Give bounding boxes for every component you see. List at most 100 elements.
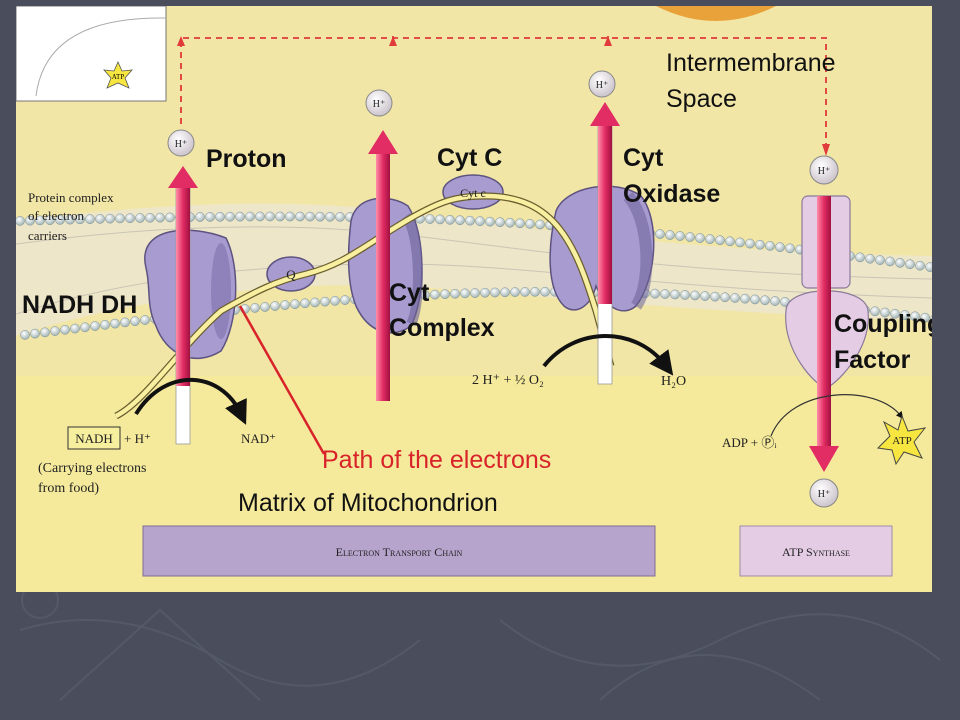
h-ion-4-label: H⁺ [818,166,831,177]
membrane-head [340,295,350,305]
membrane-head [25,215,35,226]
etc-bar-label: Electron Transport Chain [336,545,463,559]
membrane-head [540,286,550,297]
membrane-head [730,293,740,303]
membrane-head [60,324,70,335]
membrane-head [40,327,50,338]
membrane-head [265,211,275,222]
membrane-head [510,287,520,297]
h-ion-5-label: H⁺ [818,489,831,500]
membrane-head [880,307,890,318]
protein-complex-line1: Protein complex [28,190,114,205]
membrane-head [675,231,685,241]
membrane-head [495,217,505,227]
membrane-head [470,288,480,298]
h-ion-1-label: H⁺ [175,139,188,150]
membrane-head [260,302,270,312]
membrane-head [785,243,795,254]
membrane-head [865,253,875,264]
cyt-complex-label-line1: Cyt [389,279,430,307]
membrane-head [440,289,450,299]
membrane-head [250,303,260,313]
membrane-head [65,214,75,225]
nadh-plus-label: + H⁺ [124,431,151,446]
water-label: H₂O [661,374,686,389]
membrane-head [270,301,280,311]
membrane-head [735,237,745,248]
membrane-head [465,215,475,226]
carrying-line1: (Carrying electrons [38,461,146,476]
membrane-head [20,330,30,340]
membrane-head [525,219,535,229]
h-ion-5 [809,478,839,508]
proton-arrow-2 [368,130,398,401]
atp-star-label: ATP [892,435,912,447]
membrane-head [80,322,90,333]
protein-complex-line2: of electron [28,208,84,223]
membrane-head [530,286,540,297]
membrane-head [690,290,700,301]
h-ion-2 [365,89,393,117]
svg-text:ATP: ATP [112,73,125,81]
membrane-head [930,315,932,323]
cyt-c-label: Cyt C [437,144,502,172]
nadh-dh-label: NADH DH [22,291,137,319]
intermembrane-label-line1: Intermembrane [666,49,836,77]
membrane-head [760,295,770,306]
membrane-head [255,211,265,222]
membrane-head [680,290,690,300]
electron-transport-diagram: ATP [16,6,932,592]
membrane-head [320,296,330,307]
membrane-head [765,241,775,251]
membrane-head [115,213,125,224]
membrane-head [750,294,760,305]
membrane-head [740,293,750,304]
membrane-head [245,211,255,222]
h-ion-2-label: H⁺ [373,99,386,110]
membrane-head [515,218,525,229]
membrane-head [335,212,345,222]
membrane-head [280,300,290,310]
membrane-head [745,238,755,249]
membrane-head [445,214,455,225]
membrane-head [890,308,900,319]
membrane-head [755,239,765,250]
membrane-head [460,288,470,299]
membrane-head [90,321,100,331]
q-label: Q [286,267,296,282]
membrane-head [310,297,320,308]
membrane-head [685,232,695,242]
membrane-head [870,306,880,317]
membrane-head [50,326,60,336]
membrane-head [900,310,910,320]
membrane-head [475,216,485,226]
membrane-head [700,291,710,301]
membrane-head [195,212,205,222]
atp-star-icon [876,414,927,466]
membrane-head [330,295,340,306]
membrane-head [100,319,110,330]
adp-label: ADP + Ⓟᵢ [722,435,777,450]
etc-bar [142,525,656,577]
membrane-head [135,213,145,223]
membrane-head [775,242,785,252]
cyt-oxidase-label-line2: Oxidase [623,180,720,208]
membrane-head [920,312,930,323]
carrying-line2: from food) [38,481,99,496]
membrane-head [925,262,932,272]
membrane-head [290,299,300,310]
matrix-label: Matrix of Mitochondrion [238,489,498,517]
nad-plus-label: NAD⁺ [241,431,276,446]
membrane-head [670,289,680,300]
path-electrons-label: Path of the electrons [322,446,551,474]
membrane-head [120,317,130,328]
membrane-head [725,236,735,247]
membrane-head [295,211,305,222]
cyt-complex-label-line2: Complex [389,314,495,342]
membrane-head [95,214,105,224]
membrane-head [125,213,135,224]
membrane-head [425,214,435,224]
membrane-head [205,212,215,222]
membrane-head [855,252,865,263]
inset-thumbnail: ATP [16,6,167,102]
